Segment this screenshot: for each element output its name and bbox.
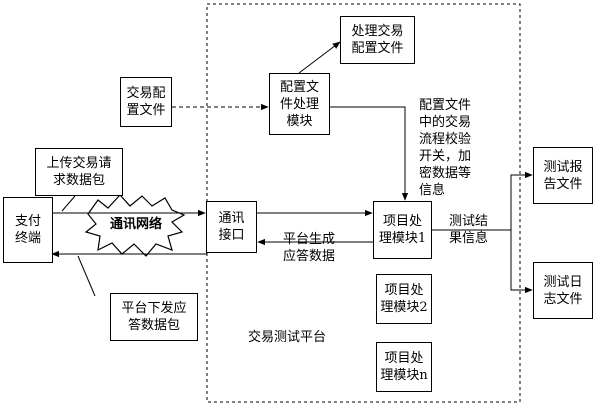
processed-config-file-label: 处理交易 配置文件 bbox=[351, 24, 404, 56]
test-result-label: 测试结 果信息 bbox=[449, 214, 489, 246]
comm-network-label: 通讯网络 bbox=[110, 217, 163, 232]
config-switches-label: 配置文件 中的交易 流程校验 开关，加 密数据等 信息 bbox=[419, 98, 472, 198]
item-module-1-box: 项目处 理模块1 bbox=[373, 201, 432, 259]
test-log-file-label: 测试日 志文件 bbox=[543, 274, 583, 307]
item-module-1-label: 项目处 理模块1 bbox=[378, 214, 427, 246]
payment-terminal-label: 支付 终端 bbox=[14, 214, 41, 246]
test-log-file-box: 测试日 志文件 bbox=[533, 262, 593, 319]
item-module-2-label: 项目处 理模块2 bbox=[380, 283, 428, 315]
platform-title: 交易测试平台 bbox=[248, 330, 327, 345]
item-module-2-box: 项目处 理模块2 bbox=[376, 274, 432, 324]
config-to-module-arrow bbox=[330, 106, 409, 201]
config-processing-module-box: 配置文 件处理 模块 bbox=[269, 73, 330, 135]
platform-boundary bbox=[206, 3, 521, 403]
item-module-n-box: 项目处 理模块n bbox=[376, 342, 432, 392]
download-response-label: 平台下发应 答数据包 bbox=[121, 301, 187, 333]
upload-request-label: 上传交易请 求数据包 bbox=[46, 156, 112, 188]
test-report-file-label: 测试报 告文件 bbox=[543, 159, 583, 192]
processed-config-arrow bbox=[298, 41, 341, 74]
config-processing-module-label: 配置文 件处理 模块 bbox=[279, 79, 319, 129]
comm-network-cloud bbox=[84, 194, 186, 257]
test-report-file-box: 测试报 告文件 bbox=[533, 147, 593, 204]
upload-request-box: 上传交易请 求数据包 bbox=[35, 148, 123, 196]
platform-response-label: 平台生成 应答数据 bbox=[283, 232, 336, 264]
download-response-box: 平台下发应 答数据包 bbox=[110, 293, 198, 341]
trade-config-file-label: 交易配 置文件 bbox=[126, 86, 166, 118]
upload-request-leader bbox=[61, 195, 76, 212]
comm-interface-label: 通讯 接口 bbox=[218, 211, 245, 243]
result-to-log-arrow bbox=[510, 230, 533, 294]
item-module-n-label: 项目处 理模块n bbox=[380, 351, 428, 383]
payment-terminal-box: 支付 终端 bbox=[3, 197, 53, 263]
download-response-leader bbox=[77, 255, 96, 297]
comm-interface-box: 通讯 接口 bbox=[206, 201, 257, 253]
processed-config-file-box: 处理交易 配置文件 bbox=[340, 16, 415, 64]
result-to-report-arrow bbox=[510, 171, 533, 230]
trade-config-file-box: 交易配 置文件 bbox=[120, 77, 172, 127]
